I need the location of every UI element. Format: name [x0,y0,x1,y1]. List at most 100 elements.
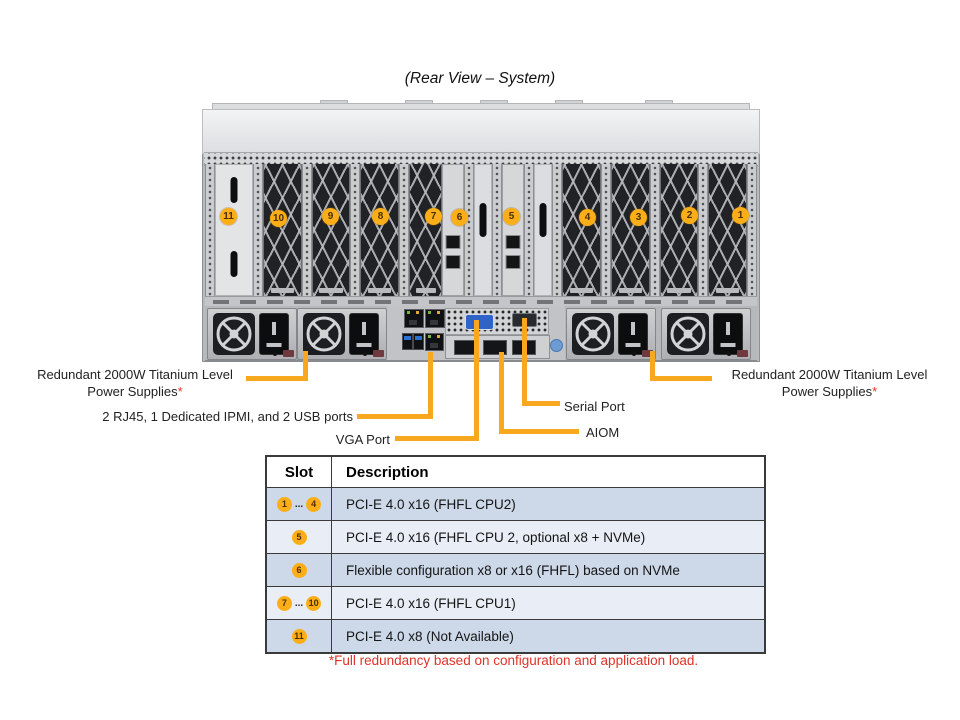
slot-rail [649,164,660,296]
table-header-slot: Slot [267,457,332,487]
slot-number-badge: 10 [270,210,287,227]
psu-fan [667,313,709,355]
psu-unit-1 [207,308,297,360]
slot-filler [474,164,493,296]
psu-fan [303,313,345,355]
slot-number-badge: 4 [579,209,596,226]
psu-latch [642,350,653,357]
chassis-lid [202,109,760,154]
psu-led [363,352,367,356]
slot-cell: 7 ... 10 [267,587,332,619]
slot-badge: 1 [276,496,292,512]
vga-port [465,314,494,330]
psu-unit-4 [661,308,751,360]
power-inlet [713,313,743,355]
usb-port [402,333,413,350]
psu-led [632,352,636,356]
label-psu-left: Redundant 2000W Titanium Level Power Sup… [20,367,250,401]
psu-latch [283,350,294,357]
slot-rail [205,164,215,296]
slot-number-badge: 9 [322,208,339,225]
slot-cell: 6 [267,554,332,586]
callout-line-aiom [499,352,504,434]
slot-rail [492,164,503,296]
callout-line-aiom [499,429,579,434]
callout-line-serial [522,318,527,406]
slot-card-6 [442,164,465,296]
psu-fan [572,313,614,355]
power-inlet [349,313,379,355]
slot-rail [253,164,263,296]
psu-latch [373,350,384,357]
footnote-asterisk: * [872,383,878,399]
io-perforated-plate [445,308,549,335]
footnote-asterisk: * [177,383,183,399]
table-header-row: Slot Description [267,457,764,487]
filler-cutout [230,177,238,203]
slot-number-badge: 1 [732,207,749,224]
label-psu-right-line2: Power Supplies [781,383,873,399]
callout-line-vga [395,436,479,441]
slot-rail [398,164,409,296]
slot-number-badge: 8 [372,208,389,225]
label-aiom: AIOM [586,425,620,440]
card-port [445,255,461,269]
slot-badge: 10 [306,595,322,611]
card-port [505,255,521,269]
slot-bay-10 [263,164,302,296]
table-row: 5 PCI-E 4.0 x16 (FHFL CPU 2, optional x8… [267,520,764,553]
callout-line-psu-left [246,376,308,381]
footnote: *Full redundancy based on configuration … [328,653,699,668]
label-vga-port: VGA Port [335,432,390,447]
row-description: PCI-E 4.0 x16 (FHFL CPU 2, optional x8 +… [346,529,646,545]
slot-cell: 11 [267,620,332,652]
label-serial-port: Serial Port [564,399,625,414]
slot-number-badge: 2 [681,207,698,224]
card-port [505,235,521,249]
slot-rail [698,164,709,296]
pci-slot-area [205,164,758,296]
thumbscrew [550,339,563,352]
chassis-vent-rail [205,296,757,307]
slot-badge: 11 [291,628,307,644]
slot-badge: 7 [276,595,292,611]
slot-cell: 1 ... 4 [267,488,332,520]
table-row: 6 Flexible configuration x8 or x16 (FHFL… [267,553,764,586]
page-title: (Rear View – System) [404,70,556,87]
slot-number-badge: 6 [451,209,468,226]
row-description: PCI-E 4.0 x16 (FHFL CPU2) [346,496,516,512]
slot-filler [534,164,553,296]
slot-bay-7 [408,164,443,296]
rj45-port [404,309,424,328]
slot-rail [464,164,475,296]
slot-badge: 5 [291,529,307,545]
slot-number-badge: 3 [630,209,647,226]
table-header-description: Description [346,463,429,481]
callout-line-rj45 [357,414,433,419]
filler-cutout [230,251,238,277]
slot-bay-4 [562,164,602,296]
psu-unit-3 [566,308,656,360]
power-inlet [618,313,648,355]
slot-rail [524,164,535,296]
callout-line-rj45 [428,352,433,419]
row-description: PCI-E 4.0 x8 (Not Available) [346,628,514,644]
table-row: 7 ... 10 PCI-E 4.0 x16 (FHFL CPU1) [267,586,764,619]
psu-row [205,306,757,362]
range-dots: ... [294,498,304,510]
table-row: 11 PCI-E 4.0 x8 (Not Available) [267,619,764,652]
slot-table: Slot Description 1 ... 4 PCI-E 4.0 x16 (… [265,455,766,654]
filler-cutout [479,203,487,237]
usb-port [413,333,424,350]
slot-badge: 4 [306,496,322,512]
slot-bay-9 [311,164,351,296]
io-panel [387,306,565,360]
psu-led [727,352,731,356]
filler-cutout [539,203,547,237]
table-row: 1 ... 4 PCI-E 4.0 x16 (FHFL CPU2) [267,487,764,520]
callout-line-psu-right [650,376,712,381]
label-psu-right-line1: Redundant 2000W Titanium Level [731,367,928,382]
slot-bay-1 [708,164,748,296]
label-psu-left-line1: Redundant 2000W Titanium Level [37,367,233,382]
